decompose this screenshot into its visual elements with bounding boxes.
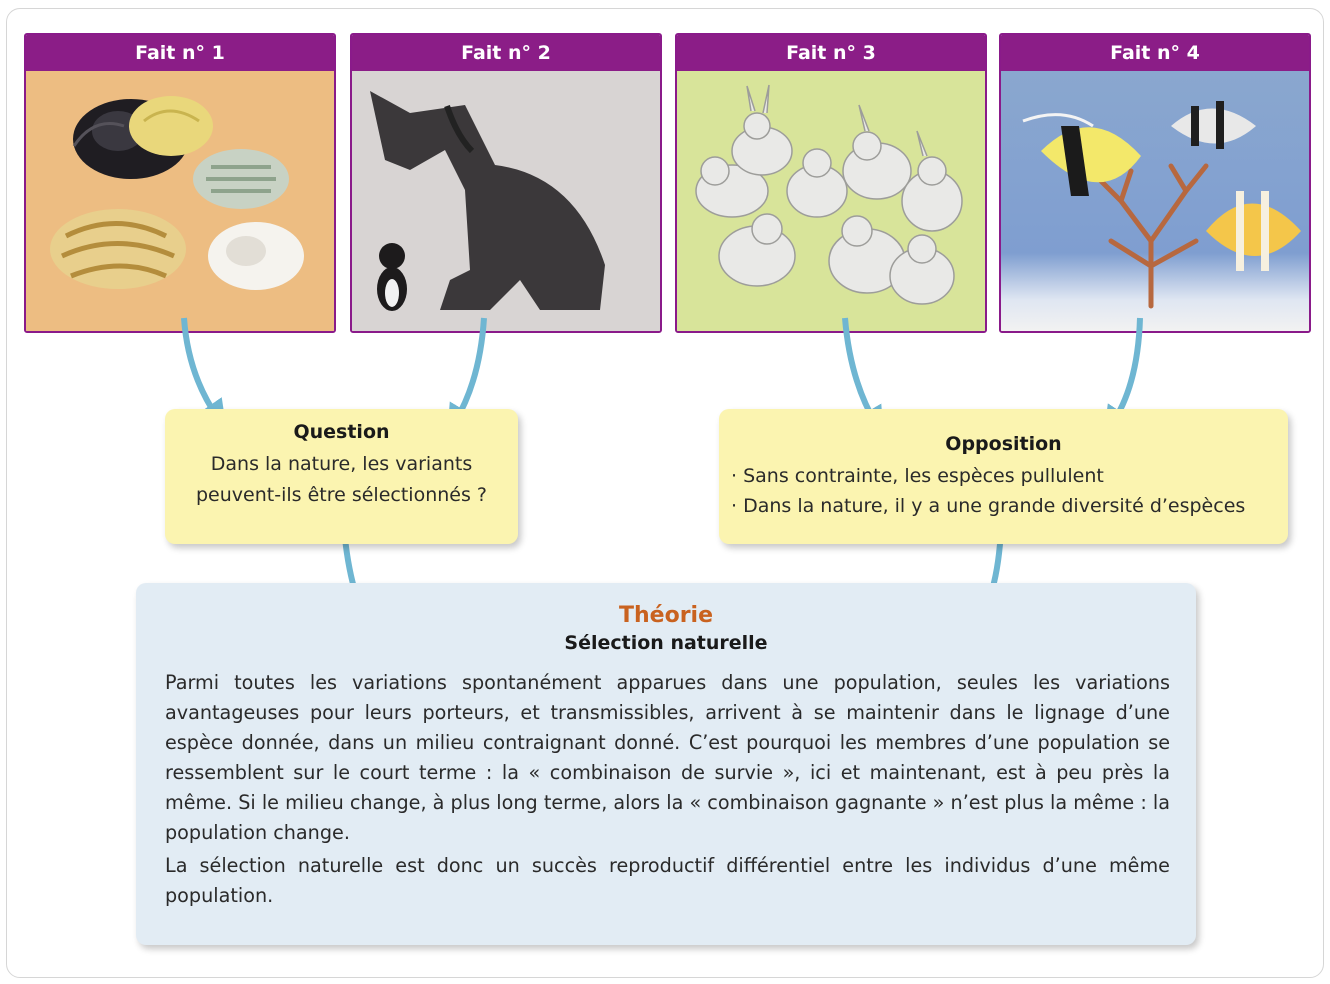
arrow-fact1-to-question	[184, 318, 218, 418]
theory-subtitle: Sélection naturelle	[136, 632, 1196, 654]
question-title: Question	[165, 421, 518, 443]
theory-title: Théorie	[136, 603, 1196, 628]
opposition-item: Sans contrainte, les espèces pullulent	[731, 461, 1288, 491]
theory-body: Parmi toutes les variations spontanément…	[165, 668, 1170, 911]
opposition-list: Sans contrainte, les espèces pullulent D…	[731, 461, 1288, 521]
opposition-item: Dans la nature, il y a une grande divers…	[731, 491, 1288, 521]
arrow-fact2-to-question	[455, 318, 484, 422]
opposition-title: Opposition	[719, 433, 1288, 455]
opposition-box: Opposition Sans contrainte, les espèces …	[719, 409, 1288, 544]
question-text: Dans la nature, les variants peuvent-ils…	[183, 449, 500, 511]
theory-paragraph: Parmi toutes les variations spontanément…	[165, 668, 1170, 848]
question-box: Question Dans la nature, les variants pe…	[165, 409, 518, 544]
theory-box: Théorie Sélection naturelle Parmi toutes…	[136, 583, 1196, 945]
theory-paragraph: La sélection naturelle est donc un succè…	[165, 851, 1170, 911]
